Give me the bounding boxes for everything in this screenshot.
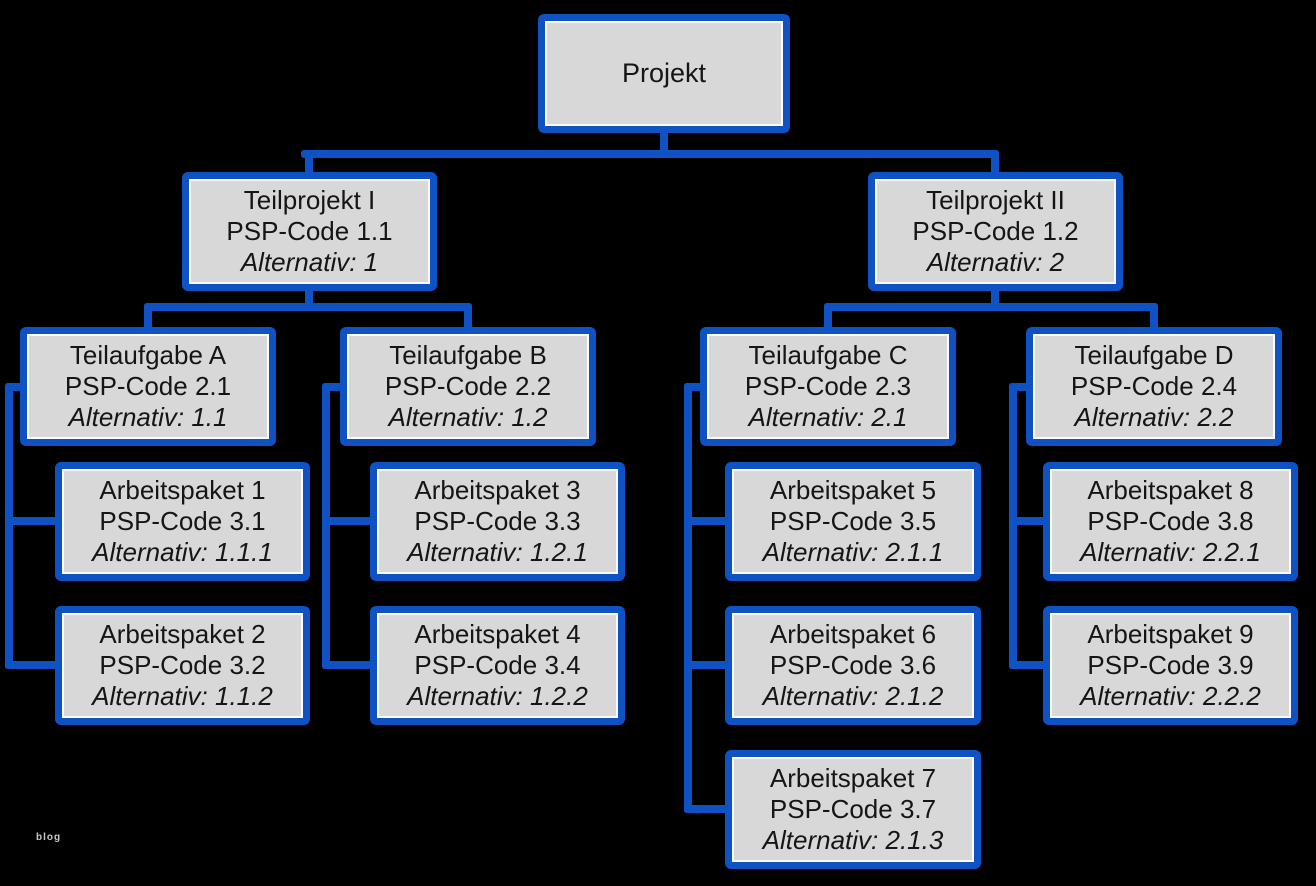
node-title: Arbeitspaket 9 [1087, 619, 1254, 649]
connector-line [1009, 517, 1047, 525]
node-arbeitspaket-3: Arbeitspaket 3 PSP-Code 3.3 Alternativ: … [370, 462, 625, 581]
node-title: Teilaufgabe A [69, 340, 227, 370]
node-title: Arbeitspaket 4 [414, 619, 581, 649]
connector-line [5, 383, 13, 669]
connector-line [5, 661, 60, 669]
node-teilaufgabe-c: Teilaufgabe C PSP-Code 2.3 Alternativ: 2… [700, 327, 956, 446]
node-arbeitspaket-6: Arbeitspaket 6 PSP-Code 3.6 Alternativ: … [725, 606, 981, 725]
node-arbeitspaket-1: Arbeitspaket 1 PSP-Code 3.1 Alternativ: … [55, 462, 310, 581]
connector-line [824, 303, 1158, 311]
node-alternative: Alternativ: 1 [240, 247, 379, 277]
node-title: Teilaufgabe D [1074, 340, 1234, 370]
node-psp-code: PSP-Code 1.1 [226, 216, 393, 246]
connector-line [322, 517, 374, 525]
node-alternative: Alternativ: 2.2.2 [1080, 681, 1261, 711]
node-arbeitspaket-9: Arbeitspaket 9 PSP-Code 3.9 Alternativ: … [1043, 606, 1298, 725]
connector-line [1009, 661, 1047, 669]
connector-line [660, 128, 668, 158]
node-psp-code: PSP-Code 3.7 [769, 794, 937, 824]
connector-line [684, 383, 692, 813]
node-projekt: Projekt [538, 14, 790, 133]
node-title: Teilaufgabe B [389, 340, 547, 370]
node-title: Arbeitspaket 3 [414, 475, 581, 505]
node-arbeitspaket-4: Arbeitspaket 4 PSP-Code 3.4 Alternativ: … [370, 606, 625, 725]
connector-line [824, 303, 832, 331]
connector-line [144, 303, 152, 331]
connector-line [322, 383, 344, 391]
node-title: Arbeitspaket 5 [769, 475, 937, 505]
connector-line [322, 383, 330, 669]
node-title: Projekt [621, 58, 707, 88]
node-title: Arbeitspaket 2 [99, 619, 266, 649]
connector-line [991, 150, 999, 176]
connector-line [1009, 383, 1017, 669]
node-teilaufgabe-d: Teilaufgabe D PSP-Code 2.4 Alternativ: 2… [1026, 327, 1282, 446]
connector-line [684, 383, 704, 391]
node-psp-code: PSP-Code 3.5 [769, 506, 937, 536]
connector-line [684, 517, 729, 525]
node-psp-code: PSP-Code 3.8 [1087, 506, 1254, 536]
node-psp-code: PSP-Code 3.3 [414, 506, 581, 536]
connector-line [1009, 383, 1030, 391]
node-alternative: Alternativ: 1.1 [68, 402, 228, 432]
node-alternative: Alternativ: 1.2 [388, 402, 548, 432]
connector-line [144, 303, 472, 311]
node-arbeitspaket-7: Arbeitspaket 7 PSP-Code 3.7 Alternativ: … [725, 750, 981, 869]
node-psp-code: PSP-Code 3.9 [1087, 650, 1254, 680]
node-alternative: Alternativ: 1.1.2 [92, 681, 273, 711]
node-psp-code: PSP-Code 2.3 [744, 371, 912, 401]
node-psp-code: PSP-Code 2.2 [384, 371, 552, 401]
connector-line [5, 517, 60, 525]
connector-line [991, 287, 999, 311]
node-psp-code: PSP-Code 2.1 [64, 371, 232, 401]
node-psp-code: PSP-Code 3.2 [99, 650, 266, 680]
node-alternative: Alternativ: 2.2.1 [1080, 537, 1261, 567]
node-title: Arbeitspaket 1 [99, 475, 266, 505]
node-arbeitspaket-5: Arbeitspaket 5 PSP-Code 3.5 Alternativ: … [725, 462, 981, 581]
node-alternative: Alternativ: 2.1.1 [762, 537, 944, 567]
connector-line [1150, 303, 1158, 331]
node-psp-code: PSP-Code 1.2 [912, 216, 1079, 246]
node-title: Teilprojekt II [926, 185, 1065, 215]
node-arbeitspaket-8: Arbeitspaket 8 PSP-Code 3.8 Alternativ: … [1043, 462, 1298, 581]
node-title: Teilaufgabe C [748, 340, 908, 370]
connector-line [684, 661, 729, 669]
node-alternative: Alternativ: 1.1.1 [92, 537, 273, 567]
node-teilprojekt-2: Teilprojekt II PSP-Code 1.2 Alternativ: … [868, 172, 1123, 291]
node-psp-code: PSP-Code 3.4 [414, 650, 581, 680]
node-psp-code: PSP-Code 3.1 [99, 506, 266, 536]
node-teilaufgabe-a: Teilaufgabe A PSP-Code 2.1 Alternativ: 1… [20, 327, 276, 446]
node-teilaufgabe-b: Teilaufgabe B PSP-Code 2.2 Alternativ: 1… [340, 327, 596, 446]
node-alternative: Alternativ: 2.1.3 [762, 825, 944, 855]
node-alternative: Alternativ: 2.1.2 [762, 681, 944, 711]
node-teilprojekt-1: Teilprojekt I PSP-Code 1.1 Alternativ: 1 [182, 172, 437, 291]
node-title: Arbeitspaket 8 [1087, 475, 1254, 505]
connector-line [464, 303, 472, 331]
connector-line [322, 661, 374, 669]
node-arbeitspaket-2: Arbeitspaket 2 PSP-Code 3.2 Alternativ: … [55, 606, 310, 725]
connector-line [5, 383, 25, 391]
node-alternative: Alternativ: 2 [926, 247, 1065, 277]
connector-line [684, 805, 729, 813]
node-title: Teilprojekt I [243, 185, 376, 215]
node-alternative: Alternativ: 2.2 [1074, 402, 1234, 432]
connector-line [301, 150, 999, 158]
watermark-text: blog [36, 832, 62, 843]
node-title: Arbeitspaket 6 [769, 619, 937, 649]
node-psp-code: PSP-Code 3.6 [769, 650, 937, 680]
node-alternative: Alternativ: 2.1 [748, 402, 908, 432]
connector-line [305, 287, 313, 311]
connector-line [305, 150, 313, 176]
node-alternative: Alternativ: 1.2.1 [407, 537, 588, 567]
node-alternative: Alternativ: 1.2.2 [407, 681, 588, 711]
node-title: Arbeitspaket 7 [769, 763, 937, 793]
node-psp-code: PSP-Code 2.4 [1070, 371, 1238, 401]
